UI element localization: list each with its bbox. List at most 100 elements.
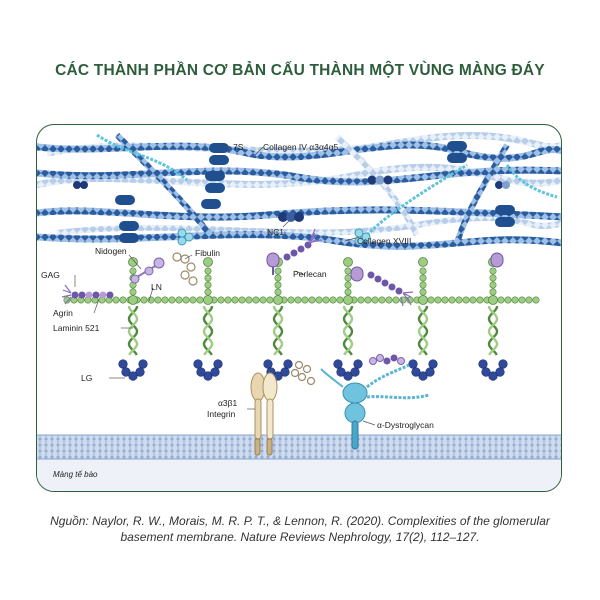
laminin-arm-bead: [489, 267, 497, 275]
laminin-arm-bead: [469, 296, 477, 304]
label-integrin: Integrin: [207, 409, 236, 419]
laminin-arm-bead: [224, 296, 232, 304]
seven-s-domain: [209, 155, 229, 165]
lg-domain: [203, 371, 213, 381]
nc1-domain: [278, 212, 288, 222]
laminin-arm-bead: [274, 288, 282, 296]
label-dystroglycan: α-Dystroglycan: [377, 420, 434, 430]
lg-domain: [481, 367, 491, 377]
laminin-arm-bead: [329, 296, 337, 304]
label-perlecan: Perlecan: [293, 269, 327, 279]
laminin-arm-bead: [315, 296, 323, 304]
laminin-arm-bead: [419, 288, 427, 296]
ln-domain: [418, 295, 428, 305]
lg-domain: [428, 359, 438, 369]
label-fibulin: Fibulin: [195, 248, 220, 258]
nc1-domains: [73, 175, 510, 222]
laminin-arm-bead: [344, 281, 352, 289]
laminin-arm-bead: [322, 296, 330, 304]
nidogen-molecule: [130, 257, 165, 284]
ln-domain: [128, 257, 138, 267]
laminin-coiled-coil: [202, 305, 214, 356]
basement-membrane-diagram: 7S Collagen IV α3α4α5 NC1 Collagen XVIII…: [36, 124, 562, 492]
seven-s-domain: [201, 199, 221, 209]
seven-s-domain: [205, 183, 225, 193]
laminin-arm-bead: [448, 296, 456, 304]
lg-domain: [280, 367, 290, 377]
laminin-arm-bead: [204, 274, 212, 282]
collagen-strand: [37, 166, 561, 186]
ln-domain: [488, 295, 498, 305]
laminin-arm-bead: [245, 296, 253, 304]
label-7s: 7S: [233, 142, 244, 152]
lg-domain: [121, 367, 131, 377]
laminin-arm-bead: [518, 296, 526, 304]
lg-domain: [283, 359, 293, 369]
label-nidogen: Nidogen: [95, 246, 127, 256]
laminin-arm-bead: [294, 296, 302, 304]
laminin-arm-bead: [532, 296, 540, 304]
seven-s-domain: [447, 153, 467, 163]
laminin-arm-bead: [274, 281, 282, 289]
laminin-coiled-coil: [127, 305, 139, 356]
laminin-coiled-coil: [342, 305, 354, 356]
laminin-arm-bead: [308, 296, 316, 304]
page-title: CÁC THÀNH PHẦN CƠ BẢN CẤU THÀNH MỘT VÙNG…: [55, 62, 545, 79]
label-nc1: NC1: [267, 227, 284, 237]
laminin-arm-bead: [161, 296, 169, 304]
laminin-arm-bead: [497, 296, 505, 304]
collagen-strand: [334, 134, 420, 237]
label-agrin: Agrin: [53, 308, 73, 318]
lg-domain: [488, 371, 498, 381]
lg-domain: [495, 367, 505, 377]
collagen-strand: [56, 214, 561, 236]
laminin-arm-bead: [378, 296, 386, 304]
collagen-strand: [114, 132, 215, 239]
laminin-arm-bead: [63, 296, 71, 304]
laminin-arm-bead: [238, 296, 246, 304]
laminin-arm-bead: [441, 296, 449, 304]
laminin-coiled-coil: [202, 305, 214, 356]
ln-domain: [343, 257, 353, 267]
nc1-domain: [502, 181, 510, 189]
ln-domain: [273, 295, 283, 305]
laminin-arm-bead: [204, 288, 212, 296]
lg-domain: [118, 359, 128, 369]
laminin-arm-bead: [462, 296, 470, 304]
lg-domain: [343, 371, 353, 381]
laminin-arm-bead: [344, 274, 352, 282]
ln-domain: [203, 257, 213, 267]
seven-s-domain: [495, 205, 515, 215]
seven-s-domain: [447, 141, 467, 151]
lg-domain: [196, 367, 206, 377]
nc1-domain: [367, 175, 377, 185]
seven-s-domains: [115, 141, 515, 243]
ln-domain: [343, 295, 353, 305]
laminin-arm-bead: [266, 296, 274, 304]
source-citation: Nguồn: Naylor, R. W., Morais, M. R. P. T…: [50, 514, 550, 544]
seven-s-domain: [119, 233, 139, 243]
laminin-arm-bead: [371, 296, 379, 304]
laminin-arm-bead: [287, 296, 295, 304]
fibulin-molecule: [172, 252, 198, 286]
lipid-bilayer: [37, 435, 561, 459]
laminin-arm-bead: [175, 296, 183, 304]
laminin-coiled-coil: [487, 305, 499, 356]
nc1-domain: [383, 175, 393, 185]
laminin-arm-bead: [231, 296, 239, 304]
laminin-arm-bead: [189, 296, 197, 304]
laminin-arm-bead: [455, 296, 463, 304]
lg-domain: [353, 359, 363, 369]
label-ln: LN: [151, 282, 162, 292]
collagen-strand: [37, 141, 561, 162]
collagen-strand: [37, 206, 561, 221]
laminin-arm-bead: [489, 281, 497, 289]
laminin-arm-bead: [364, 296, 372, 304]
label-collagen-iv: Collagen IV α3α4α5: [263, 142, 339, 152]
seven-s-domain: [209, 143, 229, 153]
laminin-arm-bead: [204, 281, 212, 289]
laminin-arm-bead: [301, 296, 309, 304]
perlecan-molecule: [266, 228, 504, 307]
label-cell-membrane: Màng tế bào: [53, 470, 98, 479]
laminin-arm-bead: [274, 274, 282, 282]
